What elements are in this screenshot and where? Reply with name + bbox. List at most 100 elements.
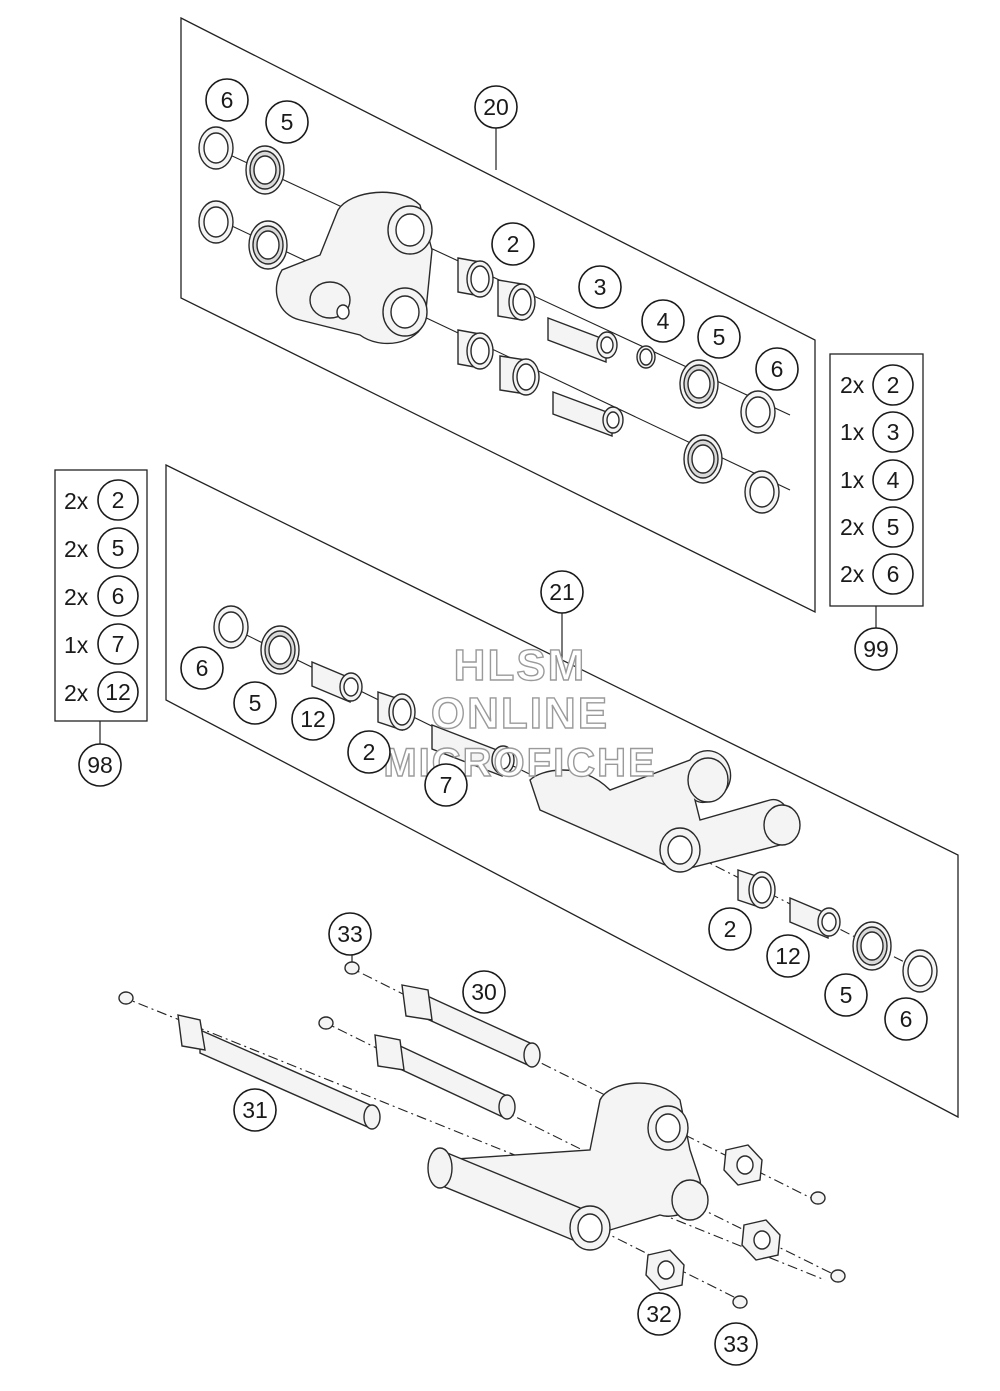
kit-qty: 1x	[840, 419, 865, 445]
watermark-line-3: MICROFICHE	[383, 741, 656, 785]
callout-21: 21	[540, 570, 584, 614]
lower-lever-part	[427, 1082, 709, 1251]
watermark: HLSM ONLINE MICROFICHE	[383, 640, 656, 785]
cap-33-part	[318, 1016, 334, 1030]
cap-33-part	[830, 1269, 846, 1283]
callout-5: 5	[233, 681, 277, 725]
o-ring-part	[636, 345, 656, 369]
svg-text:99: 99	[863, 636, 889, 662]
svg-text:98: 98	[87, 752, 113, 778]
callout-20: 20	[474, 85, 518, 129]
bolt-31-part	[177, 1014, 381, 1130]
svg-text:33: 33	[337, 921, 363, 947]
svg-text:4: 4	[657, 308, 670, 334]
needle-bearing-part	[457, 329, 494, 370]
cap-33-part	[810, 1191, 826, 1205]
callout-98: 98	[78, 743, 122, 787]
kit-98-row: 2x 6	[64, 575, 139, 617]
callout-99: 99	[854, 627, 898, 671]
nut-part	[723, 1144, 763, 1186]
callout-33: 33	[328, 912, 372, 956]
kit-99-row: 2x 5	[840, 506, 914, 548]
seal-ring-part	[683, 434, 723, 484]
callout-12: 12	[766, 934, 810, 978]
needle-bearing-part	[377, 691, 416, 731]
bearing-ring-part	[198, 126, 234, 170]
svg-text:6: 6	[221, 87, 234, 113]
kit-21-panel	[165, 463, 959, 1119]
kit-98-row: 2x 12	[64, 671, 139, 713]
needle-bearing-part	[499, 355, 540, 396]
kit-98-row: 2x 5	[64, 527, 139, 569]
cap-33-part	[118, 991, 134, 1005]
callout-31: 31	[233, 1088, 277, 1132]
kit-part: 4	[887, 467, 900, 493]
bearing-ring-part	[902, 949, 938, 993]
seal-ring-part	[248, 220, 288, 270]
sleeve-part	[789, 896, 841, 940]
sleeve-part	[552, 390, 624, 438]
nut-32-part	[645, 1249, 685, 1291]
seal-ring-part	[260, 625, 300, 675]
callout-3: 3	[578, 265, 622, 309]
callout-7: 7	[424, 763, 468, 807]
kit-qty: 2x	[840, 514, 865, 540]
sleeve-part	[431, 723, 515, 778]
callout-32: 32	[637, 1292, 681, 1336]
callout-2: 2	[347, 730, 391, 774]
svg-text:5: 5	[840, 982, 853, 1008]
linkage-lever-part	[275, 191, 433, 345]
bearing-ring-part	[198, 200, 234, 244]
svg-text:30: 30	[471, 979, 497, 1005]
cap-33-part	[344, 961, 360, 975]
watermark-line-2: ONLINE	[431, 689, 609, 738]
bolt-30-part	[401, 984, 541, 1068]
kit-99-row: 1x 3	[840, 411, 914, 453]
seal-ring-part	[679, 359, 719, 409]
kit-qty: 2x	[840, 372, 865, 398]
svg-text:31: 31	[242, 1097, 268, 1123]
svg-text:6: 6	[771, 356, 784, 382]
kit-99-row: 1x 4	[840, 459, 914, 501]
kit-98-row: 2x 2	[64, 479, 139, 521]
svg-text:7: 7	[440, 772, 453, 798]
svg-text:21: 21	[549, 579, 575, 605]
kit-99-row: 2x 2	[840, 364, 914, 406]
kit-part: 3	[887, 419, 900, 445]
needle-bearing-part	[737, 869, 776, 909]
callout-2: 2	[708, 907, 752, 951]
svg-text:6: 6	[196, 655, 209, 681]
seal-ring-part	[852, 921, 892, 971]
kit-20-panel	[180, 16, 816, 614]
watermark-line-1: HLSM	[454, 641, 587, 690]
bearing-ring-part	[213, 605, 249, 649]
cap-33-part	[732, 1295, 748, 1309]
sleeve-part	[311, 660, 363, 704]
callout-6: 6	[205, 78, 249, 122]
bolt-part	[374, 1034, 516, 1120]
callout-4: 4	[641, 299, 685, 343]
kit-qty: 1x	[64, 632, 89, 658]
kit-99-box	[829, 353, 924, 628]
kit-part: 6	[112, 583, 125, 609]
kit-qty: 1x	[840, 467, 865, 493]
kit-part: 5	[887, 514, 900, 540]
svg-text:5: 5	[713, 324, 726, 350]
svg-text:12: 12	[775, 943, 801, 969]
sleeve-part	[547, 316, 618, 364]
callout-6: 6	[884, 997, 928, 1041]
linkage-arm-part	[529, 750, 801, 873]
nut-part	[741, 1219, 781, 1261]
callout-33: 33	[714, 1322, 758, 1366]
kit-part: 7	[112, 631, 125, 657]
svg-text:32: 32	[646, 1301, 672, 1327]
kit-part: 5	[112, 535, 125, 561]
callout-5: 5	[265, 100, 309, 144]
bearing-ring-part	[744, 470, 780, 514]
svg-text:2: 2	[363, 739, 376, 765]
kit-qty: 2x	[64, 680, 89, 706]
svg-text:5: 5	[249, 690, 262, 716]
callout-30: 30	[462, 970, 506, 1014]
bearing-ring-part	[740, 390, 776, 434]
